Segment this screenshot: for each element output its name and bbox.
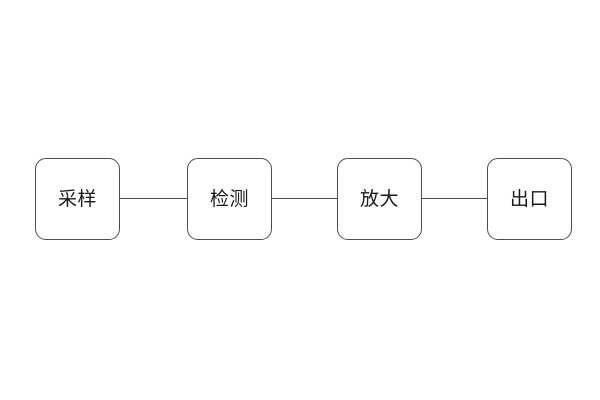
connector-detection-amplify bbox=[270, 198, 337, 199]
flow-node-outlet-label: 出口 bbox=[509, 188, 549, 210]
flow-node-detection: 检测 bbox=[187, 158, 272, 240]
flow-node-sampling-label: 采样 bbox=[57, 188, 97, 210]
flow-node-amplify-label: 放大 bbox=[359, 188, 399, 210]
flow-node-amplify: 放大 bbox=[337, 158, 422, 240]
flow-node-outlet: 出口 bbox=[487, 158, 572, 240]
flow-node-sampling: 采样 bbox=[35, 158, 120, 240]
connector-amplify-outlet bbox=[422, 198, 487, 199]
connector-sampling-detection bbox=[120, 198, 187, 199]
flow-node-detection-label: 检测 bbox=[209, 188, 249, 210]
